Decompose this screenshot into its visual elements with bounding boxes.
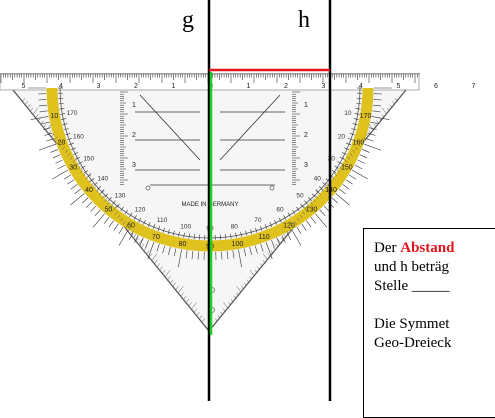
task-line-1-prefix: Der: [374, 240, 400, 256]
protractor-tick: [104, 217, 109, 223]
protractor-tick: [86, 202, 92, 208]
protractor-inner-number: 170: [67, 110, 78, 117]
task-line-3: Stelle _____: [374, 277, 495, 296]
protractor-outer-number: 10: [51, 113, 59, 120]
ruler-number: 6: [434, 83, 438, 90]
task-keyword: Abstand: [400, 240, 454, 256]
protractor-tick: [74, 189, 80, 194]
protractor-tick: [95, 210, 100, 216]
side-scale-number: 2: [304, 132, 308, 139]
protractor-inner-number: 80: [231, 223, 239, 230]
protractor-outer-number: 40: [85, 187, 93, 194]
protractor-tick: [53, 155, 60, 158]
protractor-inner-number: 10: [344, 110, 352, 117]
protractor-tick: [91, 206, 97, 212]
side-scale-number: 2: [132, 132, 136, 139]
protractor-tick: [71, 193, 85, 205]
task-line-5: Geo-Dreieck: [374, 334, 495, 353]
protractor-outer-number: 150: [341, 165, 353, 172]
protractor-tick: [355, 165, 362, 169]
protractor-tick: [67, 180, 74, 184]
protractor-tick: [292, 230, 301, 246]
protractor-tick: [51, 149, 58, 152]
ruler-number: 2: [284, 83, 288, 90]
protractor-inner-number: 160: [73, 133, 84, 140]
protractor-tick: [64, 175, 71, 179]
task-line-4: Die Symmet: [374, 315, 495, 334]
protractor-outer-number: 100: [232, 241, 244, 248]
protractor-tick: [324, 206, 330, 212]
protractor-inner-number: 60: [276, 207, 284, 214]
protractor-inner-number: 110: [157, 217, 168, 224]
protractor-tick: [71, 184, 77, 189]
task-line-1: Der Abstand: [374, 239, 495, 258]
protractor-tick: [58, 165, 65, 169]
protractor-tick: [343, 184, 349, 189]
protractor-outer-number: 130: [306, 207, 318, 214]
protractor-tick: [349, 175, 356, 179]
protractor-tick: [320, 210, 325, 216]
task-line-2: und h beträg: [374, 258, 495, 277]
protractor-tick: [352, 170, 368, 179]
protractor-outer-number: 170: [360, 113, 372, 120]
task-text-box: Der Abstand und h beträg Stelle _____ Di…: [363, 228, 495, 418]
ruler-number: 3: [322, 83, 326, 90]
protractor-inner-number: 100: [180, 223, 191, 230]
protractor-tick: [82, 198, 88, 203]
label-h: h: [298, 8, 310, 32]
ruler-number: 3: [97, 83, 101, 90]
protractor-outer-number: 60: [127, 222, 135, 229]
ruler-number: 5: [22, 83, 26, 90]
protractor-inner-number: 130: [115, 193, 126, 200]
protractor-tick: [311, 217, 316, 223]
protractor-tick: [366, 139, 374, 141]
protractor-tick: [336, 193, 350, 205]
protractor-tick: [52, 170, 68, 179]
protractor-tick: [357, 160, 364, 164]
protractor-tick: [315, 214, 327, 228]
protractor-inner-number: 140: [97, 175, 108, 182]
protractor-tick: [364, 144, 381, 150]
side-scale-number: 1: [132, 102, 136, 109]
side-scale-number: 1: [304, 102, 308, 109]
protractor-tick: [346, 180, 353, 184]
protractor-tick: [332, 198, 338, 203]
ruler-number: 1: [172, 83, 176, 90]
protractor-tick: [93, 214, 105, 228]
ruler-number: 1: [247, 83, 251, 90]
protractor-tick: [55, 160, 62, 164]
protractor-tick: [119, 230, 128, 246]
protractor-inner-number: 70: [254, 217, 262, 224]
protractor-tick: [114, 224, 118, 231]
protractor-tick: [360, 155, 367, 158]
protractor-outer-number: 110: [258, 234, 269, 241]
ruler-number: 7: [472, 83, 476, 90]
ruler-number: 5: [397, 83, 401, 90]
side-scale-number: 3: [132, 162, 136, 169]
protractor-inner-number: 50: [296, 193, 304, 200]
label-g: g: [182, 8, 194, 32]
protractor-outer-number: 50: [105, 207, 113, 214]
protractor-tick: [109, 221, 114, 227]
protractor-inner-number: 150: [83, 156, 94, 163]
protractor-outer-number: 70: [152, 234, 160, 241]
protractor-inner-number: 20: [338, 133, 346, 140]
protractor-inner-number: 120: [135, 207, 146, 214]
protractor-tick: [39, 144, 56, 150]
protractor-inner-number: 40: [314, 175, 322, 182]
protractor-outer-number: 80: [179, 241, 187, 248]
protractor-tick: [119, 227, 123, 234]
ruler-number: 2: [134, 83, 138, 90]
protractor-tick: [297, 227, 301, 234]
protractor-tick: [306, 221, 311, 227]
protractor-tick: [302, 224, 306, 231]
protractor-tick: [339, 189, 345, 194]
protractor-tick: [362, 149, 369, 152]
side-scale-number: 3: [304, 162, 308, 169]
